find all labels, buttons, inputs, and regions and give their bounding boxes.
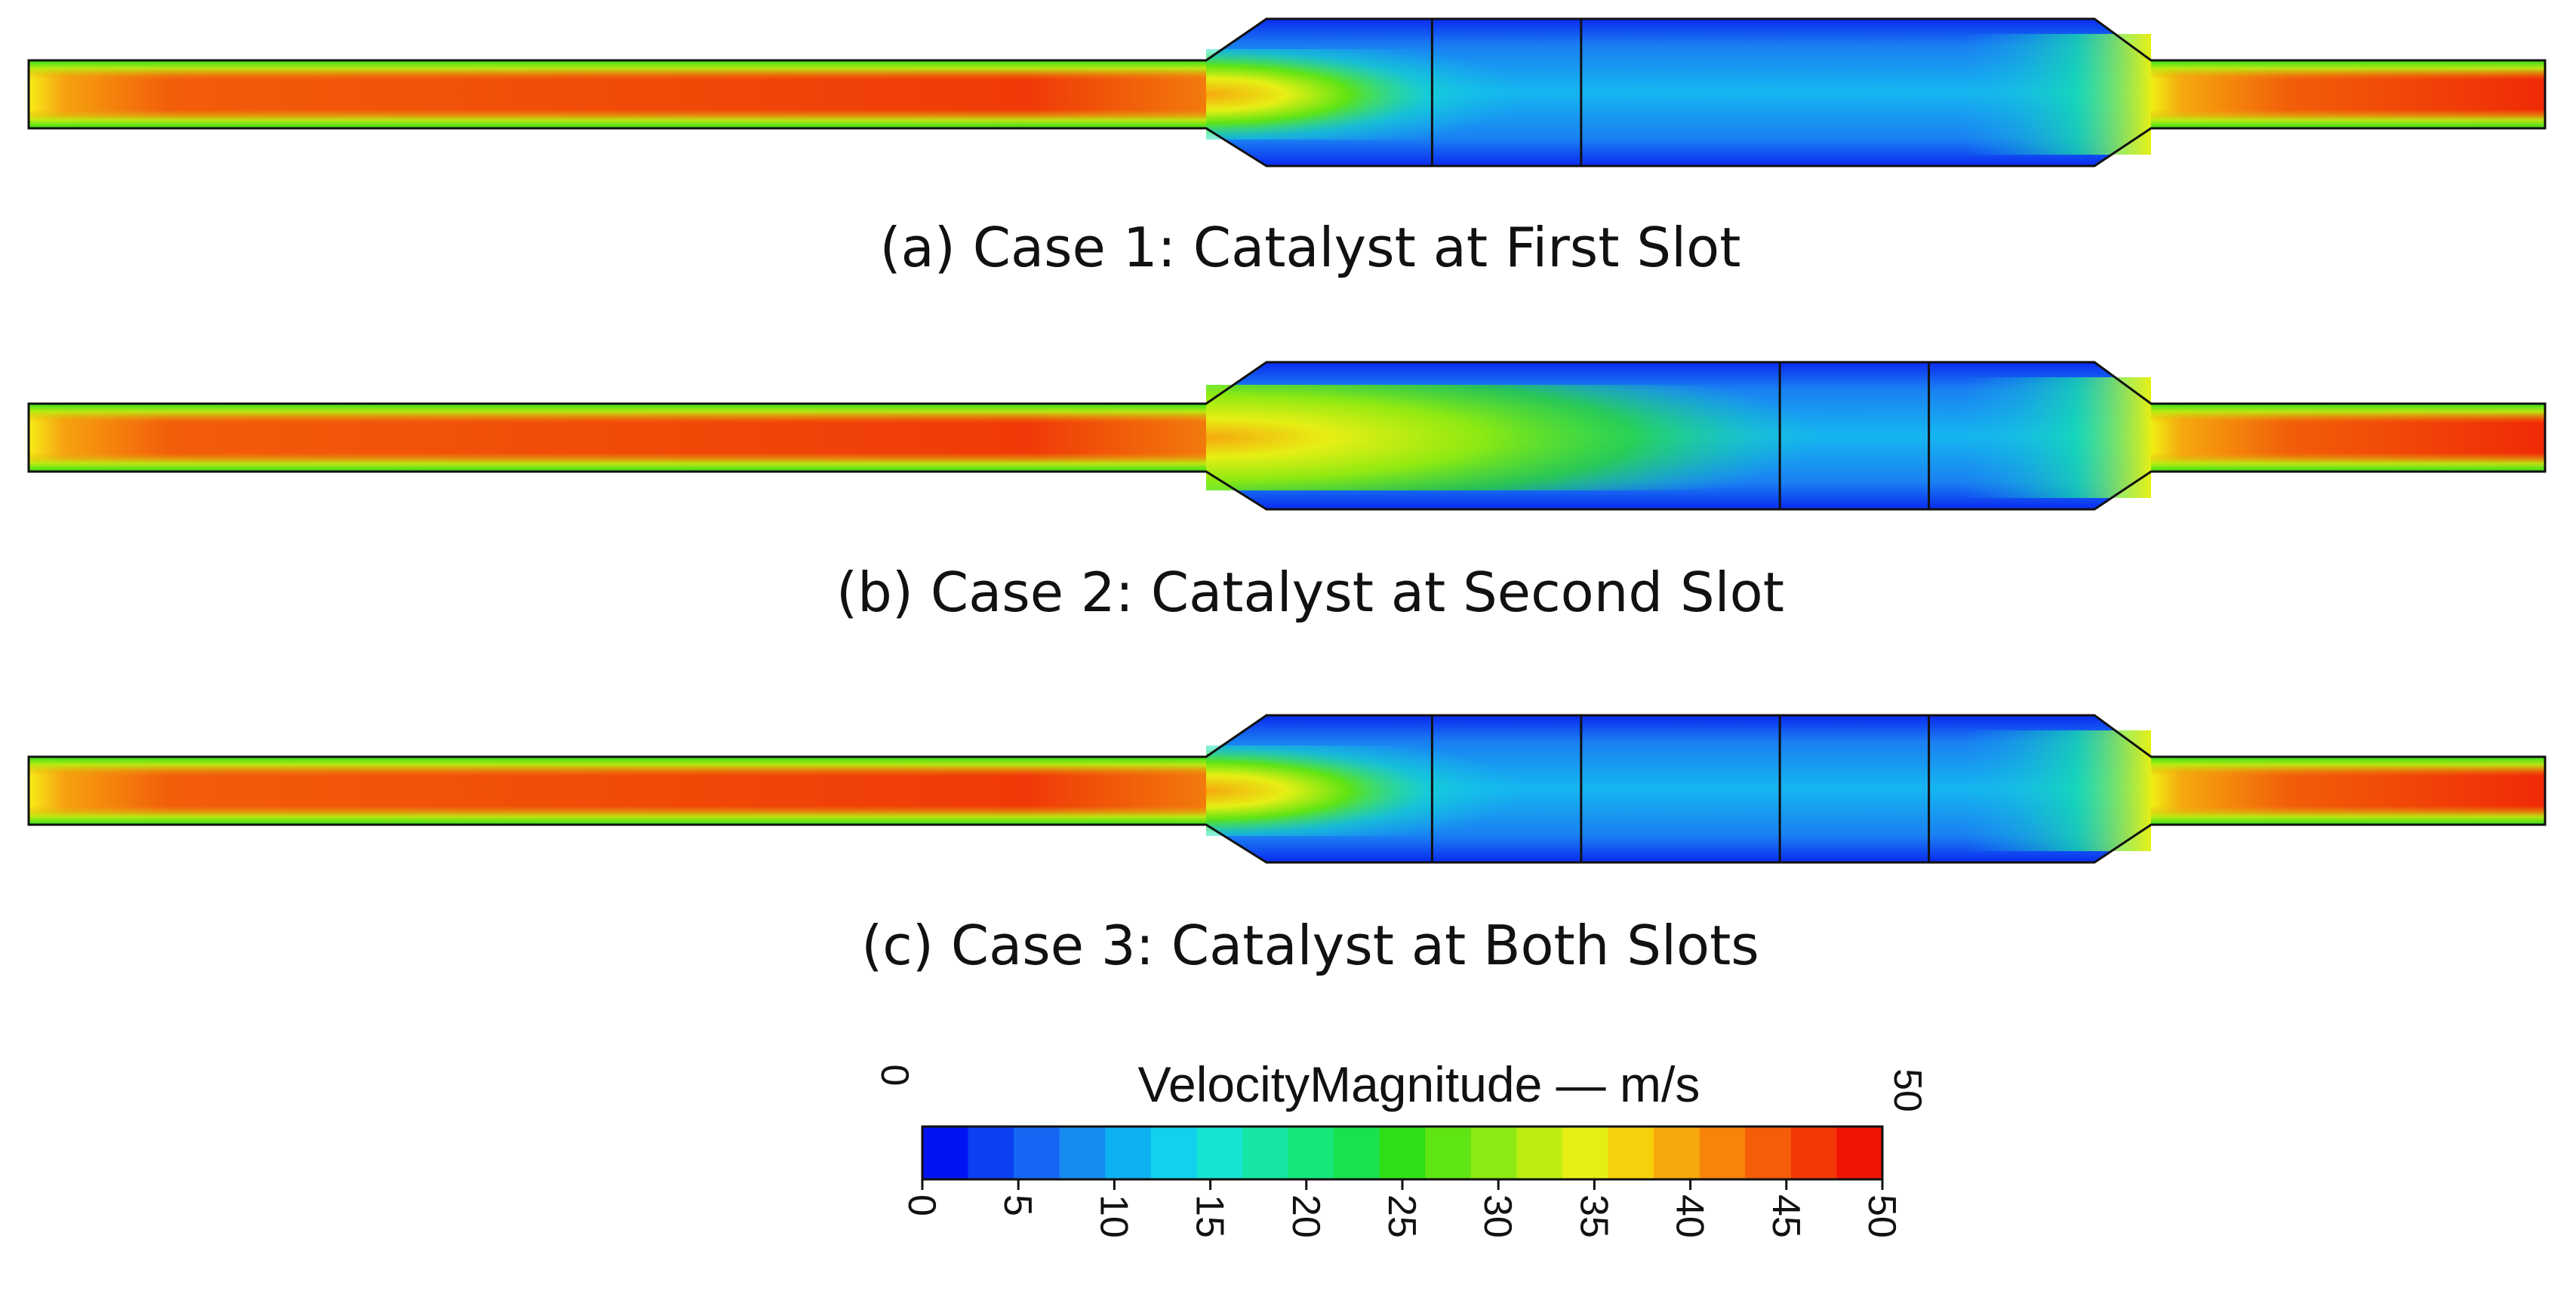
catalyst-slot-lines xyxy=(1430,715,1931,862)
colorbar-swatch xyxy=(1790,1127,1838,1179)
colorbar-tick-label: 20 xyxy=(1284,1194,1328,1238)
catalyst-slot-lines xyxy=(1430,19,1583,166)
legend-min-label: 0 xyxy=(873,1065,916,1087)
colorbar-swatch xyxy=(1608,1127,1654,1179)
colorbar-swatch xyxy=(1425,1127,1472,1179)
colorbar xyxy=(921,1125,1884,1181)
colorbar-tick-label: 0 xyxy=(900,1194,943,1216)
colorbar-tick-label: 25 xyxy=(1380,1194,1423,1238)
colorbar-tick-label: 15 xyxy=(1188,1194,1232,1238)
outlet-pipe-wall-layer xyxy=(2151,60,2545,128)
outlet-pipe-wall-layer xyxy=(2151,404,2545,472)
colorbar-swatch xyxy=(1516,1127,1563,1179)
domain-outline xyxy=(27,17,2547,168)
colorbar-swatch xyxy=(1014,1127,1060,1179)
panel-case-1: (a) Case 1: Catalyst at First Slot xyxy=(27,17,2547,279)
colorbar-swatch xyxy=(1059,1127,1106,1179)
colorbar-swatch xyxy=(1196,1127,1243,1179)
colorbar-tick-label: 10 xyxy=(1091,1194,1135,1238)
flow-domain xyxy=(27,361,2547,511)
colorbar-swatch xyxy=(1836,1127,1883,1179)
inlet-pipe-wall-layer xyxy=(29,60,1206,128)
colorbar-tick-label: 5 xyxy=(996,1194,1039,1216)
velocity-legend: VelocityMagnitude — m/s 0 50 0 5 10 15 20 25 3… xyxy=(873,1056,1929,1238)
colorbar-swatch xyxy=(1745,1127,1792,1179)
colorbar-swatch xyxy=(1242,1127,1289,1179)
colorbar-swatch xyxy=(968,1127,1014,1179)
colorbar-swatch xyxy=(1654,1127,1700,1179)
panel-caption: (a) Case 1: Catalyst at First Slot xyxy=(880,216,1741,279)
colorbar-ticks: 0 5 10 15 20 25 30 35 40 45 50 xyxy=(900,1179,1904,1238)
panel-caption: (c) Case 3: Catalyst at Both Slots xyxy=(861,914,1759,977)
outlet-convergence xyxy=(1962,34,2151,155)
colorbar-tick-label: 40 xyxy=(1668,1194,1712,1238)
colorbar-swatch xyxy=(1379,1127,1426,1179)
colorbar-swatch xyxy=(1334,1127,1380,1179)
colorbar-swatch xyxy=(1288,1127,1334,1179)
colorbar-tick-label: 45 xyxy=(1764,1194,1808,1238)
flow-domain xyxy=(27,17,2547,168)
outlet-convergence xyxy=(1962,377,2151,498)
colorbar-swatch xyxy=(1470,1127,1518,1179)
flow-domain xyxy=(27,714,2547,864)
colorbar-tick-label: 50 xyxy=(1860,1194,1904,1238)
colorbar-tick-label: 35 xyxy=(1571,1194,1615,1238)
panel-case-2: (b) Case 2: Catalyst at Second Slot xyxy=(27,361,2547,624)
legend-title: VelocityMagnitude — m/s xyxy=(1138,1056,1700,1112)
inlet-pipe-wall-layer xyxy=(29,757,1206,825)
inlet-pipe-wall-layer xyxy=(29,404,1206,472)
colorbar-swatch xyxy=(1562,1127,1609,1179)
outlet-convergence xyxy=(1962,730,2151,851)
colorbar-swatch xyxy=(1699,1127,1746,1179)
panel-case-3: (c) Case 3: Catalyst at Both Slots xyxy=(27,714,2547,977)
panel-caption: (b) Case 2: Catalyst at Second Slot xyxy=(836,561,1784,624)
domain-outline xyxy=(27,361,2547,511)
legend-max-label: 50 xyxy=(1885,1068,1929,1112)
colorbar-swatch xyxy=(922,1127,969,1179)
outlet-pipe-wall-layer xyxy=(2151,757,2545,825)
colorbar-swatch xyxy=(1150,1127,1198,1179)
colorbar-tick-label: 30 xyxy=(1476,1194,1519,1238)
catalyst-slot-lines xyxy=(1778,362,1931,509)
domain-outline xyxy=(27,714,2547,864)
colorbar-swatch xyxy=(1105,1127,1152,1179)
inlet-jet-core xyxy=(1206,385,1885,490)
